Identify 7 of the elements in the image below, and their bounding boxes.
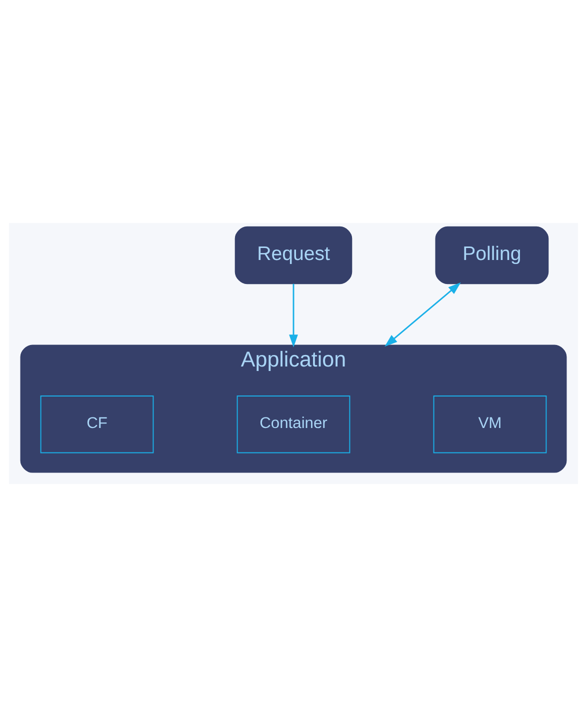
arrow: [384, 282, 461, 346]
node-box: Request: [234, 226, 352, 284]
node-box: Container: [236, 395, 350, 453]
node-box: VM: [433, 395, 547, 453]
arrow: [289, 283, 298, 347]
node-box: Polling: [435, 226, 549, 284]
node-box: CF: [40, 395, 154, 453]
